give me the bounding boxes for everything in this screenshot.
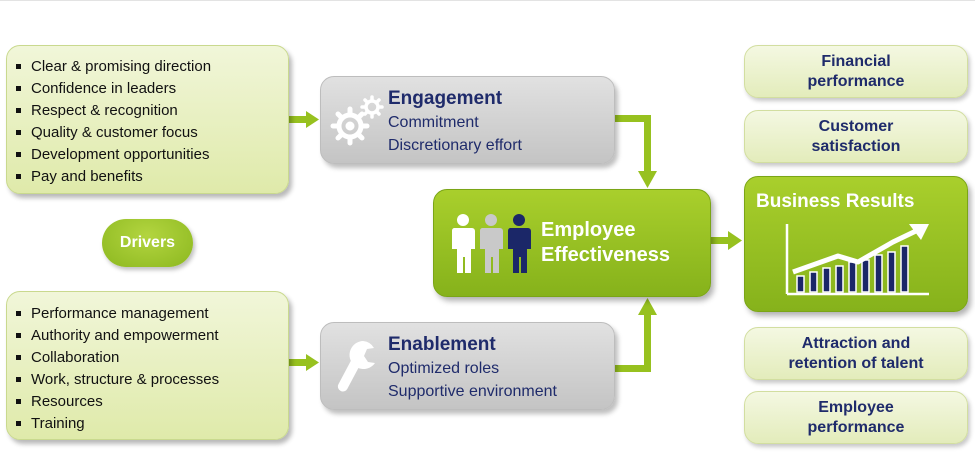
employee-effectiveness-line: Effectiveness [541,244,670,266]
result-line: performance [807,418,905,436]
employee-effectiveness-line: Employee [541,219,636,241]
list-item: Quality & customer focus [7,122,288,144]
list-item: Pay and benefits [7,166,288,188]
list-item: Work, structure & processes [7,369,288,391]
result-line: Financial [821,52,891,70]
list-item: Respect & recognition [7,100,288,122]
result-financial-performance: Financial performance [744,45,968,98]
result-employee-performance: Employee performance [744,391,968,444]
drivers-top-list: Clear & promising direction Confidence i… [7,56,288,188]
enablement-box: Enablement Optimized roles Supportive en… [320,322,615,410]
result-line: Attraction and [801,334,911,352]
result-line: Employee [818,398,894,416]
arrow-engagement-to-effectiveness [614,115,651,122]
enablement-title: Enablement [388,334,496,355]
engagement-title: Engagement [388,88,503,109]
engagement-box: Engagement Commitment Discretionary effo… [320,76,615,164]
employee-effectiveness-label: Employee Effectiveness [541,218,670,268]
gears-icon [330,95,384,146]
result-line: Customer [818,117,894,135]
wrench-icon [337,341,375,392]
drivers-bottom-box: Performance management Authority and emp… [6,291,289,440]
drivers-label: Drivers [102,219,193,267]
arrow-effectiveness-to-results [711,237,729,244]
list-item: Authority and empowerment [7,325,288,347]
list-item: Performance management [7,303,288,325]
arrow-drivers-bottom-to-enablement [289,359,307,366]
enablement-line: Optimized roles [388,360,500,377]
list-item: Confidence in leaders [7,78,288,100]
drivers-top-box: Clear & promising direction Confidence i… [6,45,289,194]
arrow-enablement-to-effectiveness [614,365,651,372]
result-line: retention of talent [788,354,924,372]
list-item: Clear & promising direction [7,56,288,78]
employee-effectiveness-box [433,189,711,297]
enablement-line: Supportive environment [388,383,557,400]
result-customer-satisfaction: Customer satisfaction [744,110,968,163]
list-item: Resources [7,391,288,413]
business-results-title: Business Results [756,191,915,212]
list-item: Training [7,413,288,435]
engagement-line: Discretionary effort [388,137,522,154]
drivers-bottom-list: Performance management Authority and emp… [7,303,288,435]
people-icon [451,214,531,273]
arrow-drivers-top-to-engagement [289,116,307,123]
result-line: performance [807,72,905,90]
rising-bar-chart-icon [785,224,929,296]
top-divider [0,0,975,1]
result-line: satisfaction [811,137,901,155]
engagement-line: Commitment [388,114,479,131]
list-item: Development opportunities [7,144,288,166]
result-attraction-retention: Attraction and retention of talent [744,327,968,380]
list-item: Collaboration [7,347,288,369]
